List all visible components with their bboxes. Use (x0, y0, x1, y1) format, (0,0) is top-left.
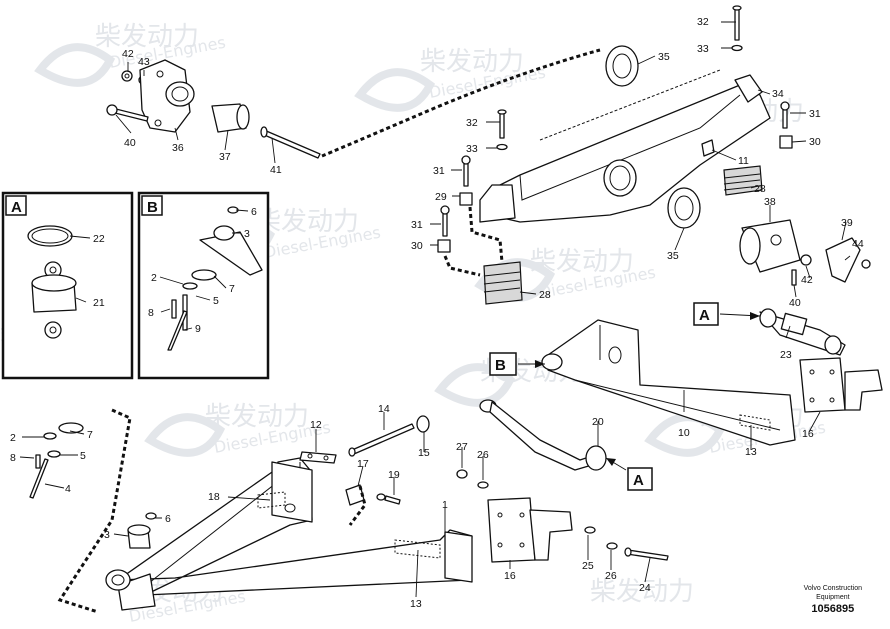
part-number: 28 (539, 289, 551, 301)
part-number: 29 (435, 191, 447, 203)
part-number: 24 (639, 582, 651, 594)
part-number: 13 (410, 598, 422, 610)
part-number: 20 (592, 416, 604, 428)
part-number: 6 (165, 513, 171, 525)
part-number: 31 (433, 165, 445, 177)
part-number: 43 (138, 56, 150, 68)
brand-line-2: Equipment (816, 594, 850, 601)
detail-box-label: A (11, 199, 22, 216)
part-number: 34 (772, 88, 784, 100)
part-number: 36 (172, 142, 184, 154)
part-number: 40 (124, 137, 136, 149)
part-number: 38 (764, 196, 776, 208)
part-number: 18 (208, 491, 220, 503)
callout-label: A (633, 472, 644, 489)
watermark-text: 柴发动力 (255, 207, 359, 237)
part-number: 7 (87, 429, 93, 441)
part-number: 2 (10, 432, 16, 444)
part-number: 28 (754, 183, 766, 195)
part-number: 37 (219, 151, 231, 163)
part-number-labels: 42 43 40 36 37 41 35 32 33 34 31 30 11 2… (10, 16, 864, 610)
callout-a-upper: A (693, 302, 761, 326)
part-number: 8 (10, 452, 16, 464)
part-number: 42 (801, 274, 813, 286)
part-number: 3 (244, 228, 250, 240)
part-number: 1 (442, 499, 448, 511)
part-number: 40 (789, 297, 801, 309)
part-number: 30 (809, 136, 821, 148)
part-number: 14 (378, 403, 390, 415)
part-number: 32 (466, 117, 478, 129)
part-number: 11 (738, 155, 749, 167)
watermark-text: 柴发动力 (530, 247, 634, 277)
part-number: 5 (80, 450, 86, 462)
part-number: 6 (251, 206, 257, 218)
part-number: 31 (809, 108, 821, 120)
watermark-text: 柴发动力 (420, 47, 524, 77)
leader-lines (19, 21, 851, 598)
part-number: 17 (357, 458, 369, 470)
part-number: 22 (93, 233, 105, 245)
part-number: 16 (504, 570, 516, 582)
bracket-assembly-36 (106, 59, 321, 159)
callout-b: B (489, 352, 545, 376)
callout-a-lower: A (605, 457, 653, 491)
part-number: 25 (582, 560, 594, 572)
part-number: 33 (466, 143, 478, 155)
part-number: 42 (122, 48, 134, 60)
watermark-text: 柴发动力 (205, 402, 309, 432)
part-number: 23 (780, 349, 792, 361)
part-number: 19 (388, 469, 400, 481)
detail-box-a: A (1, 191, 134, 380)
part-number: 33 (697, 43, 709, 55)
part-number: 41 (270, 164, 282, 176)
part-number: 3 (104, 529, 110, 541)
part-number: 27 (456, 441, 468, 453)
part-number: 30 (411, 240, 423, 252)
part-number: 13 (745, 446, 757, 458)
arm-assembly-10 (541, 308, 883, 446)
part-number: 32 (697, 16, 709, 28)
watermark-text: 柴发动力 (95, 22, 199, 52)
diagram-code: 1056895 (811, 603, 855, 615)
part-number: 4 (65, 483, 71, 495)
part-number: 7 (229, 283, 235, 295)
part-number: 12 (310, 419, 322, 431)
part-number: 35 (658, 51, 670, 63)
part-number: 16 (802, 428, 814, 440)
part-number: 21 (93, 297, 105, 309)
part-number: 8 (148, 307, 154, 319)
part-number: 39 (841, 217, 853, 229)
brand-line-1: Volvo Construction (803, 585, 862, 592)
part-number: 44 (852, 238, 864, 250)
callout-label: A (699, 307, 710, 324)
diagram-footer: Volvo Construction Equipment 1056895 (804, 584, 862, 615)
part-number: 26 (477, 449, 489, 461)
beam-assembly-34 (437, 5, 871, 305)
part-number: 10 (678, 427, 690, 439)
part-number: 31 (411, 219, 423, 231)
part-number: 9 (195, 323, 201, 335)
part-number: 35 (667, 250, 679, 262)
part-number: 5 (213, 295, 219, 307)
watermark-text: 柴发动力 (590, 577, 694, 607)
part-number: 2 (151, 272, 157, 284)
detail-box-label: B (147, 199, 158, 216)
frame-assembly-1 (29, 408, 473, 614)
callout-label: B (495, 357, 506, 374)
detail-box-b: B (137, 191, 270, 380)
link-assembly-20 (456, 399, 669, 563)
part-number: 26 (605, 570, 617, 582)
part-number: 15 (418, 447, 430, 459)
